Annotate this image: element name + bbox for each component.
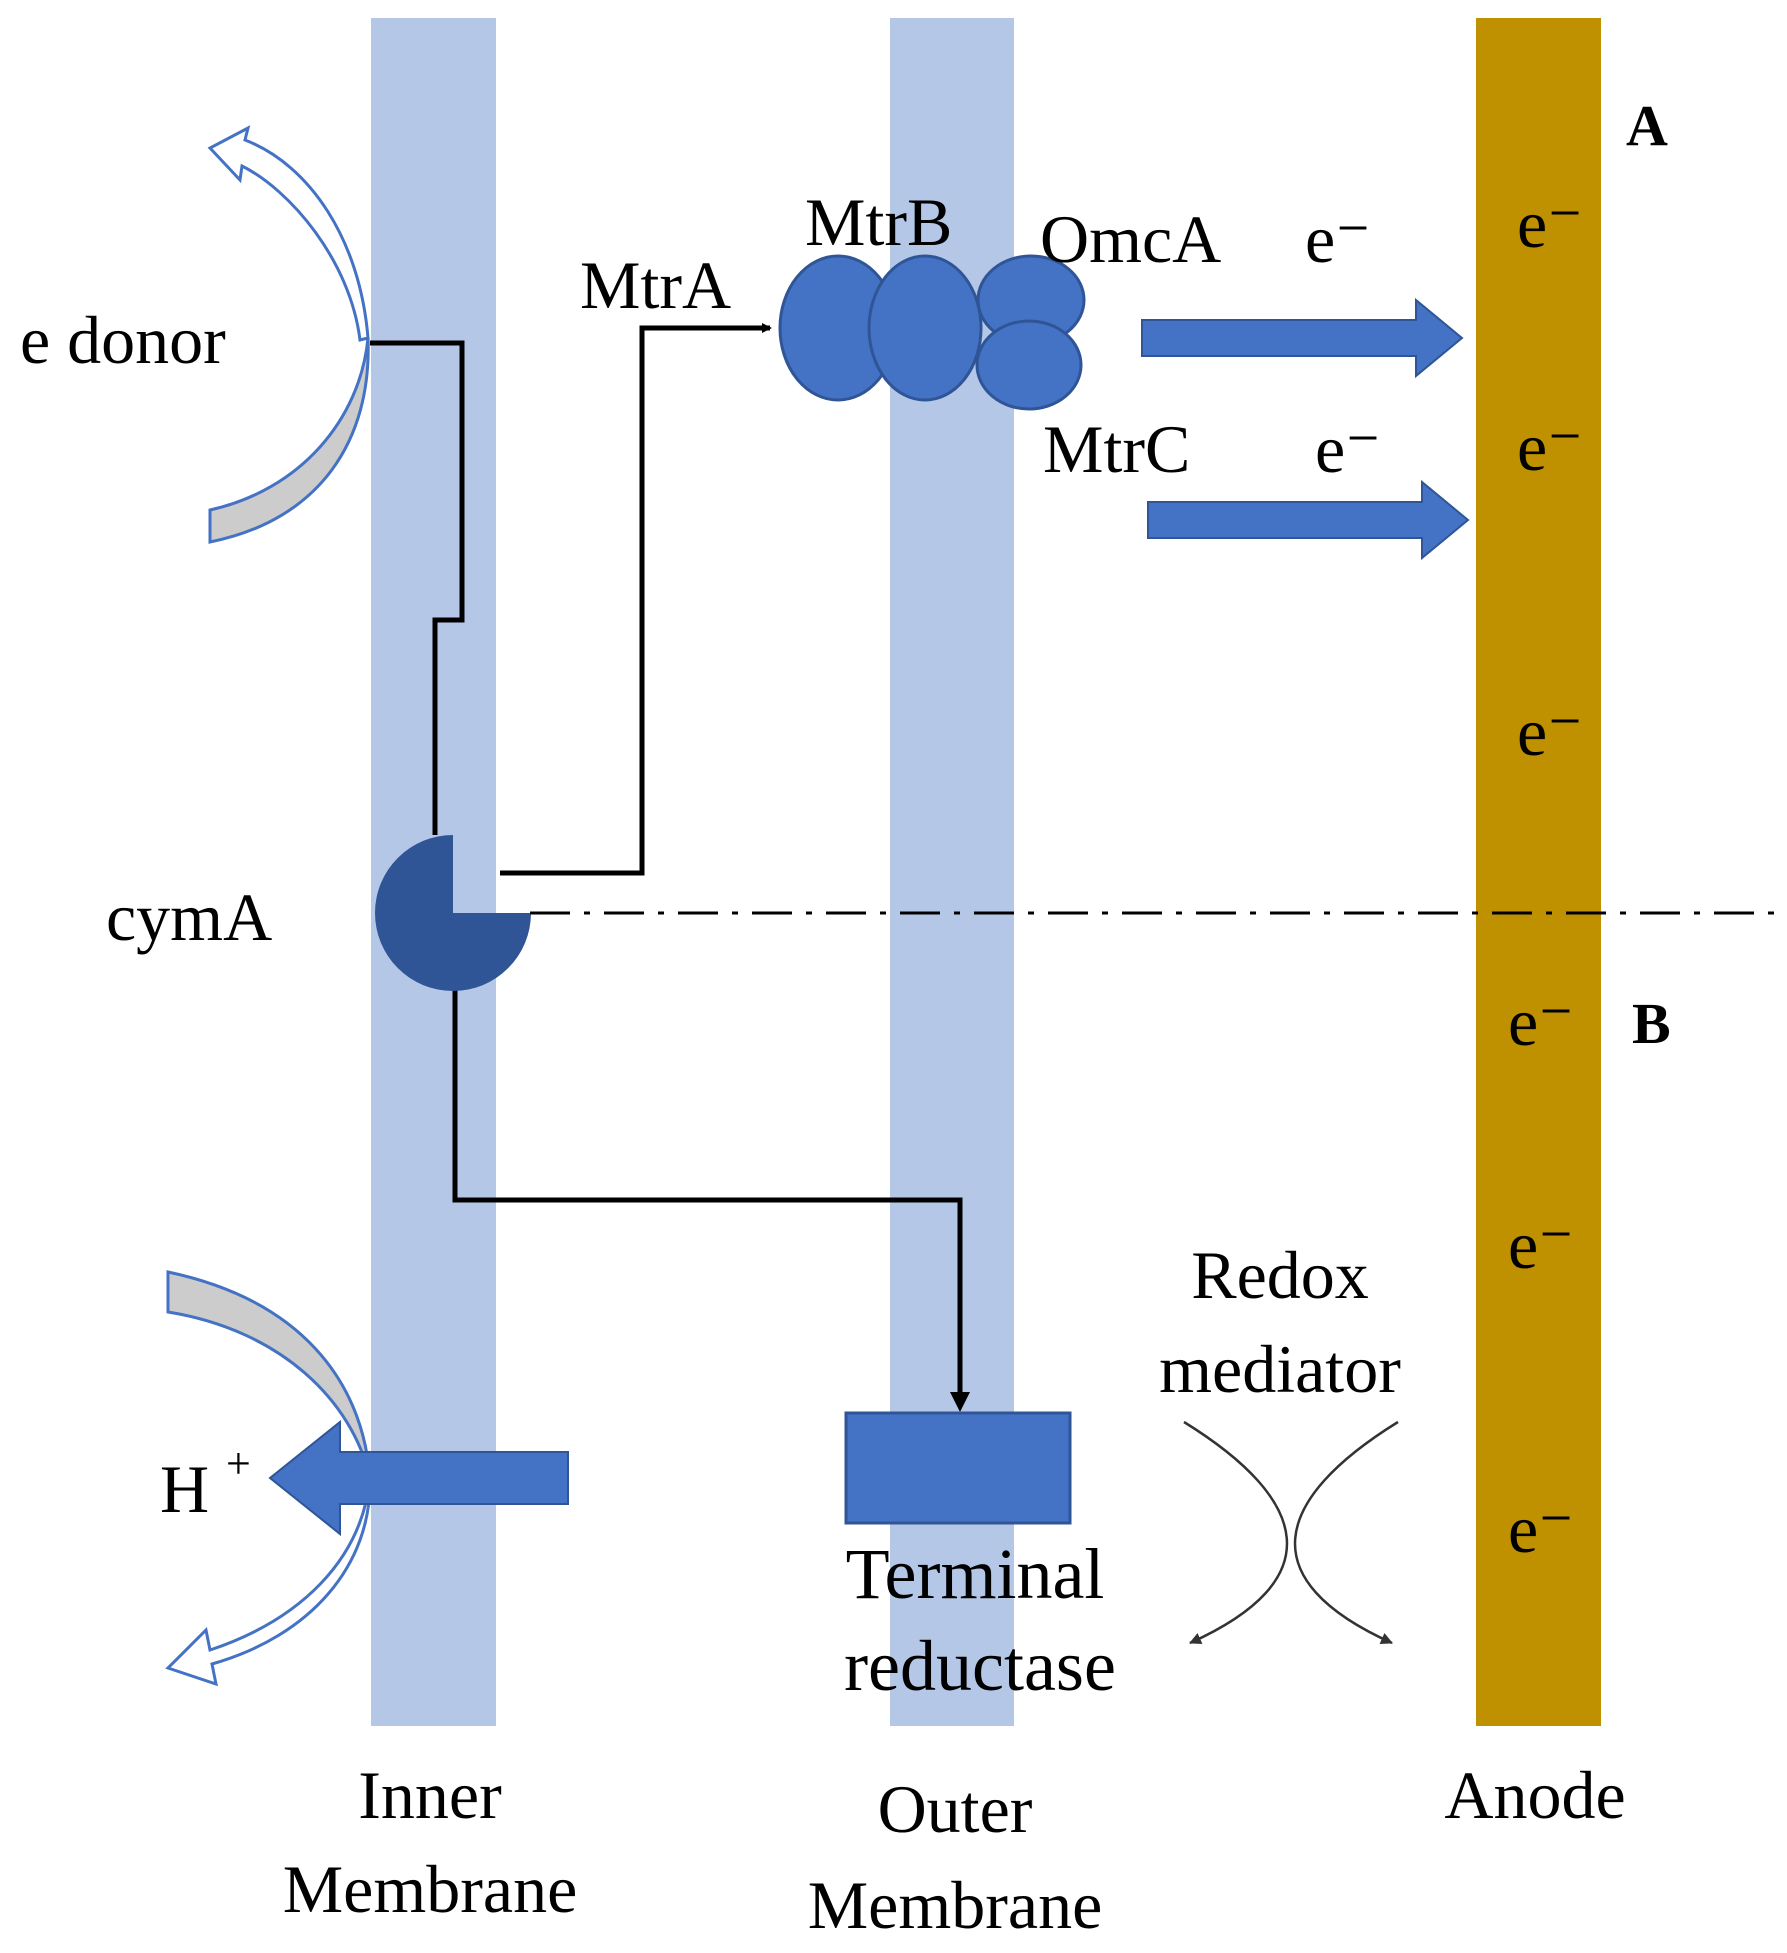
redox-mediator-cycle-icon [1183,1420,1399,1645]
anode-electrode [1476,18,1601,1726]
anode-label: Anode [1444,1757,1625,1833]
redox-mediator-label-line2: mediator [1159,1331,1401,1407]
mtra-label: MtrA [580,247,731,323]
mtrc-label: MtrC [1043,411,1190,487]
omca-to-anode-arrow-icon [1141,297,1464,379]
proton-pump-arrow-icon [268,1419,569,1537]
omca-label: OmcA [1040,201,1221,277]
path-donor-to-cyma [370,340,465,835]
path-cyma-to-mtra [500,323,772,876]
mtr-complex-icon [778,254,1086,411]
mtrc-to-anode-arrow-icon [1147,479,1470,561]
anode-electron-5: e⁻ [1508,1207,1574,1283]
proton-superscript: + [226,1439,251,1488]
cyma-protein-icon [375,835,531,991]
e-donor-flux-arrow-icon [207,125,370,544]
section-b-label: B [1632,991,1671,1056]
proton-flux-arrow-icon [165,1270,372,1687]
cyma-label: cymA [106,879,272,955]
mtrb-protein [867,254,983,402]
outer-membrane-label-line1: Outer [878,1771,1033,1847]
inner-membrane-label-line1: Inner [358,1757,502,1833]
inner-membrane-label-line2: Membrane [283,1851,578,1927]
terminal-reductase-label-line1: Terminal [846,1534,1105,1614]
anode-electron-6: e⁻ [1508,1491,1574,1567]
omca-electron-label: e⁻ [1305,201,1371,277]
anode-electron-4: e⁻ [1508,984,1574,1060]
proton-label: H [160,1451,209,1527]
anode-electron-1: e⁻ [1517,186,1583,262]
terminal-reductase-box [844,1411,1072,1525]
anode-electron-2: e⁻ [1517,409,1583,485]
mtrc-protein [975,319,1083,411]
outer-membrane-label-line2: Membrane [808,1867,1103,1943]
redox-mediator-label-line1: Redox [1191,1237,1369,1313]
mtrb-label: MtrB [805,184,952,260]
mtrc-electron-label: e⁻ [1315,411,1381,487]
terminal-reductase-label-line2: reductase [844,1626,1116,1706]
path-cyma-to-terminal-reductase [452,985,970,1412]
e-donor-label: e donor [20,302,226,378]
anode-electron-3: e⁻ [1517,694,1583,770]
section-a-label: A [1626,93,1668,158]
